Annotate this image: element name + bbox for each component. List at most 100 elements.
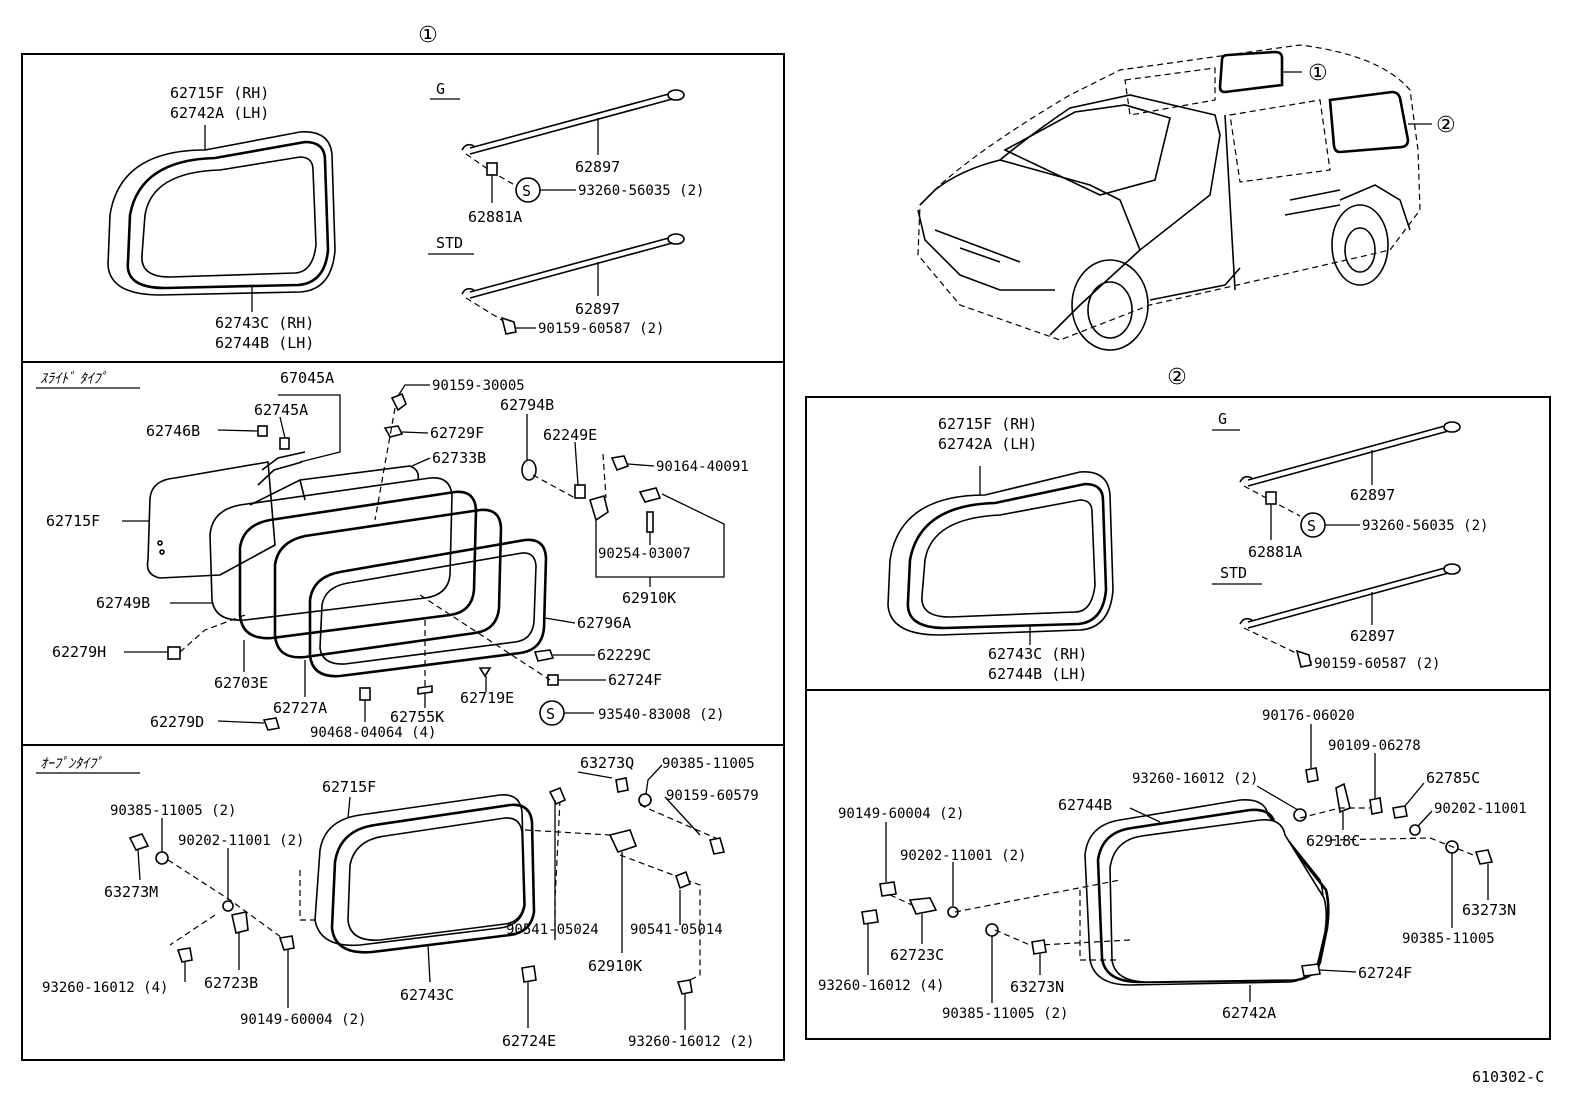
dash: [1329, 837, 1477, 857]
label-p2-g-strut: 62897: [1350, 486, 1395, 504]
dash: [954, 879, 1121, 913]
part-62249E: [574, 484, 586, 499]
leader: [401, 431, 429, 434]
open-type-title: ｵｰﾌﾟﾝﾀｲﾌﾟ: [40, 756, 103, 772]
label-p2-93260-16012-4: 93260-16012 (4): [818, 978, 944, 994]
label-p2-63273N-low: 63273N: [1010, 978, 1064, 996]
label-62729F: 62729F: [430, 424, 484, 442]
dash: [1299, 807, 1370, 819]
label-p2-93260-16012-2: 93260-16012 (2): [1132, 771, 1258, 787]
s-symbol-slide-text: S: [546, 705, 555, 723]
part-62794B: [521, 459, 537, 481]
label-glass-rh: 62715F (RH): [170, 84, 269, 102]
label-p2-glass-lh: 62742A (LH): [938, 435, 1037, 453]
label-p2-90202-11001-2: 90202-11001 (2): [900, 848, 1026, 864]
label-p2-90385-11005: 90385-11005: [1402, 931, 1495, 947]
diagram-id: 610302-C: [1472, 1068, 1544, 1086]
dash: [889, 894, 913, 906]
label-p2-90109-06278: 90109-06278: [1328, 738, 1421, 754]
p2-part-90149: [879, 881, 897, 897]
s-symbol-text: S: [522, 182, 531, 200]
p2-std-bolt: [1295, 649, 1312, 668]
label-p2-62724F: 62724F: [1358, 964, 1412, 982]
panel-2-marker: ②: [1167, 365, 1187, 390]
label-62796A: 62796A: [577, 614, 631, 632]
dash: [554, 799, 561, 940]
part-90149-60004: [278, 935, 295, 951]
p2-std-title: STD: [1220, 564, 1247, 582]
label-frame-lh: 62744B (LH): [215, 334, 314, 352]
label-90159-30005: 90159-30005: [432, 378, 525, 394]
part-62745A: [279, 437, 290, 450]
vehicle-illustration: [917, 44, 1421, 351]
dash: [532, 474, 576, 499]
p2-part-93260-2: [1293, 808, 1307, 822]
leader: [577, 771, 613, 779]
label-93260-16012-2: 93260-16012 (2): [628, 1034, 754, 1050]
label-90385-11005-open: 90385-11005: [662, 756, 755, 772]
part-62279H: [167, 646, 181, 660]
part-62910K-open: [608, 829, 638, 853]
p2-part-63273N-r: [1474, 849, 1494, 865]
leader: [279, 416, 286, 439]
dash: [619, 854, 701, 981]
leader: [1404, 782, 1425, 807]
label-p2-62785C: 62785C: [1426, 769, 1480, 787]
label-62910K-open: 62910K: [588, 957, 642, 975]
label-62733B: 62733B: [432, 449, 486, 467]
part-90385-11005-2: [155, 851, 169, 865]
label-90468-04064: 90468-04064 (4): [310, 725, 436, 741]
part-62724E: [521, 965, 537, 983]
leader: [1319, 969, 1357, 973]
dash: [524, 829, 611, 836]
leader: [347, 796, 351, 819]
label-62724E: 62724E: [502, 1032, 556, 1050]
label-93540-83008: 93540-83008 (2): [598, 707, 724, 723]
std-bolt: [500, 316, 517, 335]
p2-part-90202-a: [1409, 824, 1421, 836]
g-title: G: [436, 80, 445, 98]
part-90202-11001: [222, 900, 234, 912]
label-g-clip: 62881A: [468, 208, 522, 226]
label-90541-05014: 90541-05014: [630, 922, 723, 938]
part-90541-05014: [675, 870, 691, 890]
leader: [137, 849, 141, 881]
part-63273Q: [615, 777, 629, 793]
label-63273M: 63273M: [104, 883, 158, 901]
label-p2-62723C: 62723C: [890, 946, 944, 964]
dash: [419, 594, 551, 681]
g-clip: [486, 162, 498, 176]
leader: [574, 441, 579, 486]
p2-part-93260-4: [861, 909, 879, 925]
part-62723B: [231, 911, 249, 934]
vehicle-marker-2: ②: [1436, 113, 1456, 138]
dash: [169, 914, 216, 946]
dash: [1243, 485, 1301, 517]
leader: [217, 429, 259, 432]
part-90159-30005: [390, 392, 407, 412]
g-strut: [461, 89, 685, 155]
part-62719E: [478, 667, 492, 678]
part-90159-60579: [708, 837, 726, 855]
label-62229C: 62229C: [597, 646, 651, 664]
label-glass-lh: 62742A (LH): [170, 104, 269, 122]
part-93260-16012-4: [176, 947, 193, 963]
leader: [217, 720, 265, 724]
label-62746B: 62746B: [146, 422, 200, 440]
p2-g-strut: [1239, 421, 1461, 487]
label-p2-frame-rh: 62743C (RH): [988, 645, 1087, 663]
part-90254-03007: [646, 511, 654, 533]
vehicle-marker-1: ①: [1308, 61, 1328, 86]
leader: [1256, 785, 1299, 811]
label-90385-11005-2: 90385-11005 (2): [110, 803, 236, 819]
part-90541-05024: [548, 786, 567, 806]
dash: [167, 859, 286, 941]
p2-part-63273N-low: [1031, 939, 1047, 955]
label-62279D: 62279D: [150, 713, 204, 731]
leader: [664, 796, 701, 836]
p2-part-90109: [1369, 797, 1383, 815]
label-p2-62918C: 62918C: [1306, 832, 1360, 850]
label-62745A: 62745A: [254, 401, 308, 419]
leader: [1417, 810, 1433, 827]
